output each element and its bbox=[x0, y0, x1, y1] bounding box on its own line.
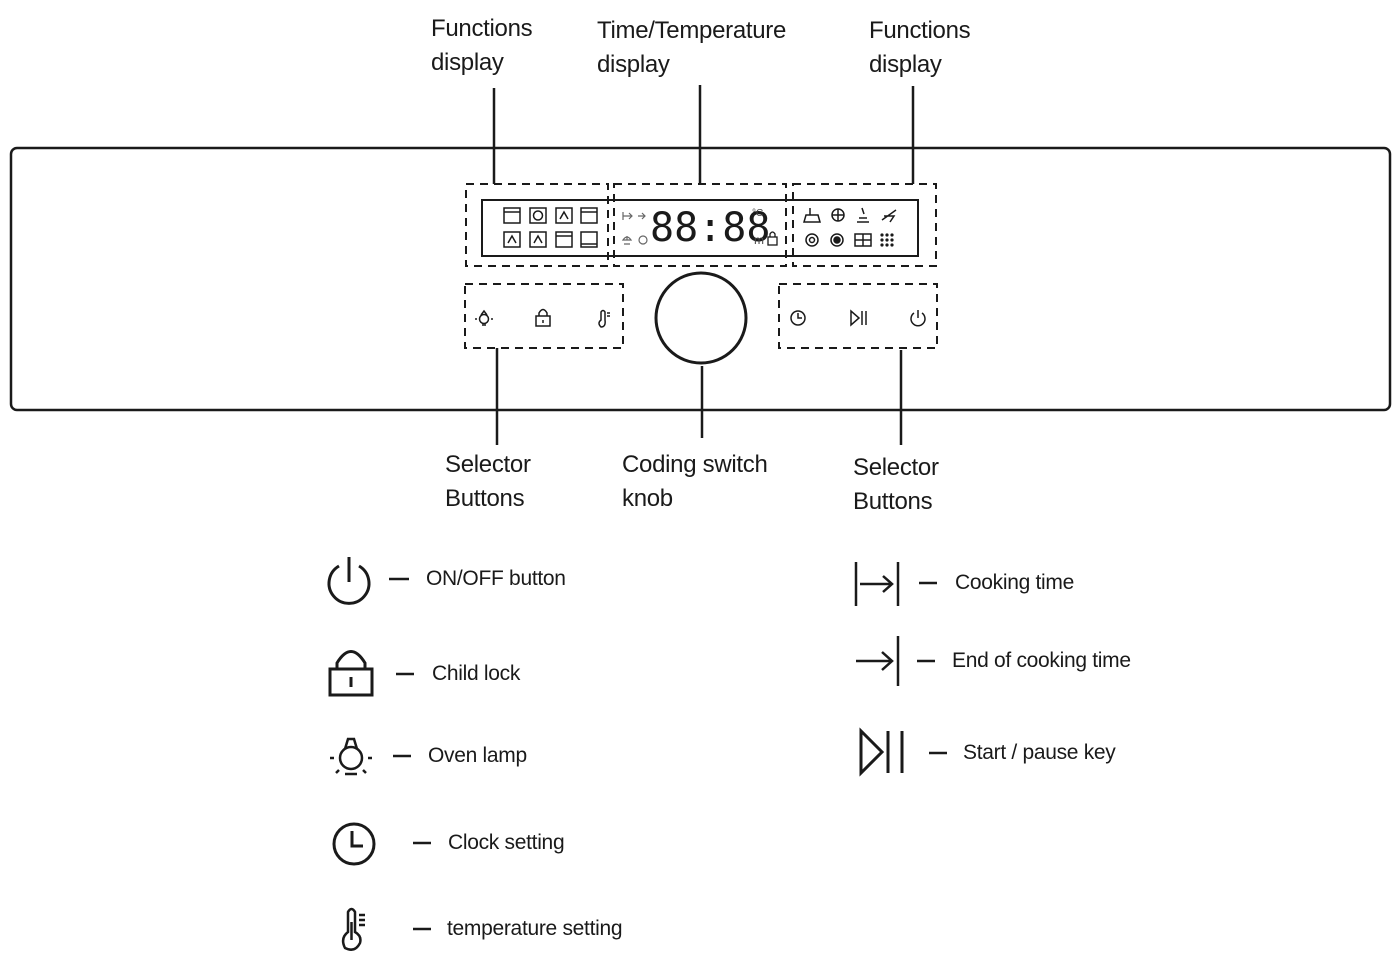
lcd-celsius-unit: °C bbox=[752, 208, 764, 219]
label-functions-display-right: Functions display bbox=[869, 17, 971, 78]
callout-lines bbox=[492, 85, 915, 445]
cooking-time-icon bbox=[854, 562, 900, 606]
play-pause-icon bbox=[859, 727, 904, 777]
control-panel-outline bbox=[9, 146, 1392, 412]
selector-buttons-left-region bbox=[464, 283, 624, 349]
function-icon-3 bbox=[555, 207, 573, 224]
dashed-regions bbox=[464, 183, 938, 349]
power-icon bbox=[327, 557, 371, 605]
coding-switch-knob[interactable] bbox=[654, 271, 748, 365]
function-icon-11 bbox=[857, 207, 869, 223]
function-icon-8 bbox=[580, 231, 598, 248]
end-time-indicator bbox=[638, 212, 646, 220]
thermometer-icon bbox=[341, 907, 365, 951]
label-functions-display-left: Functions display bbox=[431, 15, 533, 76]
lcd-screen bbox=[481, 199, 919, 257]
legend-label-temperature-setting: temperature setting bbox=[447, 917, 623, 940]
function-icon-7 bbox=[555, 231, 573, 248]
legend-label-oven-lamp: Oven lamp bbox=[428, 744, 527, 767]
functions-display-left-region bbox=[465, 183, 609, 267]
label-selector-buttons-right: Selector Buttons bbox=[853, 454, 939, 515]
lamp-icon bbox=[330, 737, 372, 776]
function-icon-13 bbox=[805, 233, 819, 247]
legend-label-on-off: ON/OFF button bbox=[426, 567, 566, 590]
clock-indicator bbox=[638, 235, 648, 245]
legend-label-start-pause-key: Start / pause key bbox=[963, 741, 1116, 764]
label-selector-buttons-left: Selector Buttons bbox=[445, 451, 531, 512]
clock-icon bbox=[332, 822, 376, 866]
lcd-lock-indicator bbox=[767, 231, 778, 246]
legend-label-end-of-cooking-time: End of cooking time bbox=[952, 649, 1131, 672]
label-time-temperature-display: Time/Temperature display bbox=[597, 17, 787, 78]
start-pause-button[interactable] bbox=[850, 309, 867, 327]
function-icon-14 bbox=[830, 233, 844, 247]
lcd-minutes-unit: m bbox=[754, 233, 764, 247]
lock-icon bbox=[328, 650, 374, 697]
function-icon-1 bbox=[503, 207, 521, 224]
lcd-minutes: 88 bbox=[722, 205, 771, 251]
lcd-colon: : bbox=[698, 205, 723, 251]
lcd-time-digits: 88:88 bbox=[650, 203, 770, 253]
child-lock-button[interactable] bbox=[535, 308, 551, 327]
legend-label-cooking-time: Cooking time bbox=[955, 571, 1074, 594]
function-icon-2 bbox=[529, 207, 547, 224]
legend-label-clock-setting: Clock setting bbox=[448, 831, 565, 854]
function-icon-16 bbox=[880, 233, 894, 247]
temperature-button[interactable] bbox=[598, 309, 610, 328]
end-cooking-time-icon bbox=[856, 636, 900, 686]
function-icon-6 bbox=[529, 231, 547, 248]
legend-label-child-lock: Child lock bbox=[432, 662, 521, 685]
left-function-icons bbox=[503, 207, 598, 248]
lamp-button[interactable] bbox=[475, 309, 493, 326]
label-coding-switch-knob: Coding switch knob bbox=[622, 451, 768, 512]
bell-indicator bbox=[621, 236, 633, 245]
clock-button[interactable] bbox=[790, 310, 806, 326]
lcd-hours: 88 bbox=[650, 205, 699, 251]
right-function-icons bbox=[803, 207, 897, 247]
function-icon-12 bbox=[881, 209, 897, 223]
time-temperature-display-region bbox=[613, 183, 787, 267]
function-icon-4 bbox=[580, 207, 598, 224]
function-icon-9 bbox=[803, 208, 821, 223]
functions-display-right-region bbox=[792, 183, 937, 267]
power-button[interactable] bbox=[910, 310, 926, 327]
function-icon-5 bbox=[503, 231, 521, 248]
cooking-time-indicator bbox=[622, 212, 633, 220]
selector-buttons-right-region bbox=[778, 283, 938, 349]
lcd-indicators-left bbox=[621, 212, 648, 245]
